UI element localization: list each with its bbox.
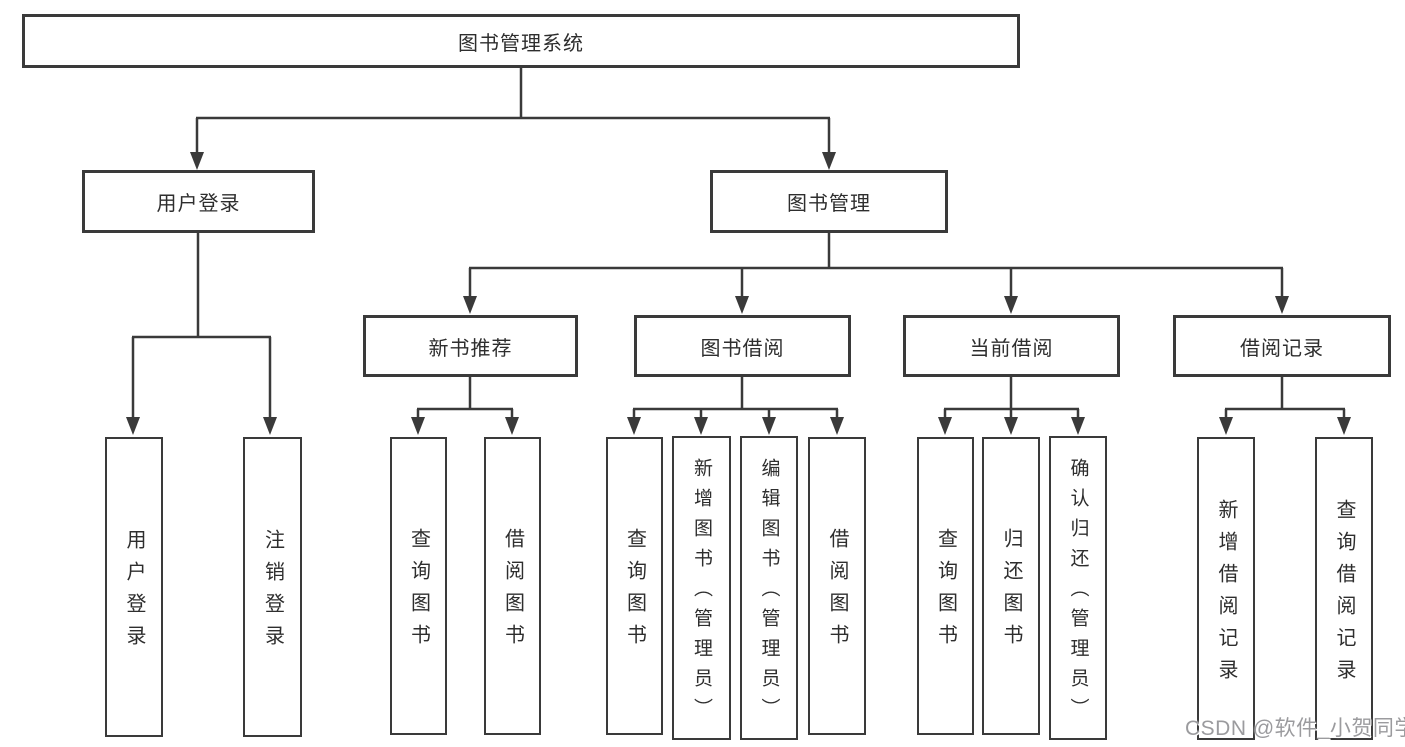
node-root-library-system: 图书管理系统 [22, 14, 1020, 68]
leaf-current-query-books: 查询图书 [917, 437, 974, 735]
node-user-login: 用户登录 [82, 170, 315, 233]
node-book-borrow: 图书借阅 [634, 315, 851, 377]
node-label: 用户登录 [156, 193, 241, 215]
node-label: 确认归还（管理员） [1067, 458, 1089, 728]
leaf-recommend-borrow-books: 借阅图书 [484, 437, 541, 735]
node-label: 编辑图书（管理员） [758, 458, 780, 728]
leaf-borrow-add-books-admin: 新增图书（管理员） [672, 436, 731, 740]
node-label: 图书管理系统 [458, 32, 584, 55]
node-label: 图书管理 [787, 193, 871, 215]
node-label: 借阅记录 [1240, 337, 1324, 360]
node-label: 查询借阅记录 [1333, 498, 1355, 691]
node-new-book-recommend: 新书推荐 [363, 315, 578, 377]
node-current-borrow: 当前借阅 [903, 315, 1120, 377]
node-label: 借阅图书 [826, 528, 848, 656]
node-label: 查询图书 [623, 528, 646, 656]
node-label: 借阅图书 [501, 528, 524, 656]
node-label: 当前借阅 [969, 337, 1054, 360]
node-label: 新增图书（管理员） [691, 458, 712, 728]
node-label: 归还图书 [1000, 528, 1022, 656]
leaf-logout: 注销登录 [243, 437, 302, 737]
node-label: 用户登录 [123, 529, 145, 657]
node-label: 图书借阅 [700, 337, 785, 360]
leaf-records-query-record: 查询借阅记录 [1315, 437, 1373, 740]
node-label: 注销登录 [261, 529, 284, 657]
leaf-current-confirm-return-admin: 确认归还（管理员） [1049, 436, 1107, 740]
leaf-borrow-edit-books-admin: 编辑图书（管理员） [740, 436, 798, 740]
node-label: 新增借阅记录 [1215, 498, 1237, 691]
leaf-borrow-borrow-books: 借阅图书 [808, 437, 866, 735]
node-borrow-records: 借阅记录 [1173, 315, 1391, 377]
leaf-recommend-query-books: 查询图书 [390, 437, 447, 735]
leaf-user-login: 用户登录 [105, 437, 163, 737]
node-label: 查询图书 [934, 528, 957, 656]
leaf-borrow-query-books: 查询图书 [606, 437, 663, 735]
node-label: 新书推荐 [428, 337, 513, 360]
csdn-watermark: CSDN @软件_小贺同学 [1185, 717, 1405, 740]
leaf-current-return-books: 归还图书 [982, 437, 1040, 735]
node-label: 查询图书 [407, 528, 430, 656]
leaf-records-add-record: 新增借阅记录 [1197, 437, 1255, 740]
node-book-management: 图书管理 [710, 170, 948, 233]
